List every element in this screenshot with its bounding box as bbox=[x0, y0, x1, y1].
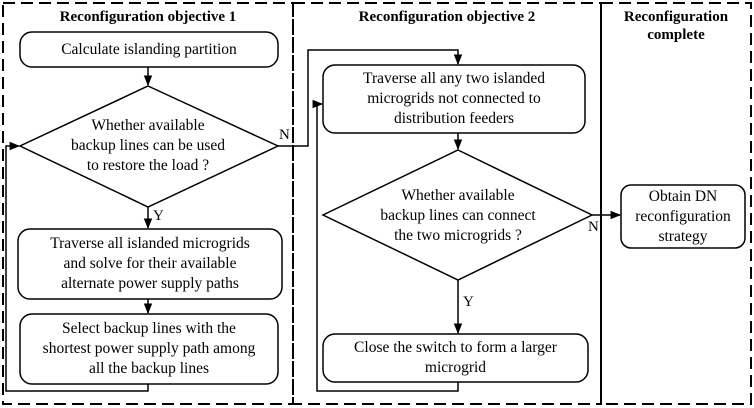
traverse-pairs-label: Traverse all any two islanded microgrids… bbox=[363, 70, 545, 127]
select-backup-label: Select backup lines with the shortest po… bbox=[42, 320, 256, 377]
calc-partition-label: Calculate islanding partition bbox=[61, 40, 237, 58]
section-complete-title: Reconfiguration complete bbox=[623, 9, 729, 43]
decision-backup-restore-label: Whether available backup lines can be us… bbox=[70, 117, 226, 174]
arrow-decision1-no bbox=[278, 49, 463, 147]
traverse-islanded-label: Traverse all islanded microgrids and sol… bbox=[50, 235, 250, 292]
section-objective2-title: Reconfiguration objective 2 bbox=[358, 9, 536, 25]
decision1-no-label: N bbox=[279, 127, 290, 143]
obtain-strategy-label: Obtain DN reconfiguration strategy bbox=[635, 187, 731, 245]
decision1-yes-label: Y bbox=[153, 208, 164, 224]
section-complete-panel bbox=[600, 2, 752, 405]
loop-close-back-to-traverse bbox=[312, 99, 459, 392]
decision-connect-label: Whether available backup lines can conne… bbox=[380, 187, 536, 244]
loop-select-back-to-decision1 bbox=[5, 141, 149, 392]
calc-partition-box bbox=[19, 31, 279, 68]
close-switch-label: Close the switch to form a larger microg… bbox=[354, 339, 557, 376]
decision2-no-label: N bbox=[588, 219, 599, 235]
decision2-yes-label: Y bbox=[463, 294, 474, 310]
section-objective1-title: Reconfiguration objective 1 bbox=[59, 9, 237, 25]
